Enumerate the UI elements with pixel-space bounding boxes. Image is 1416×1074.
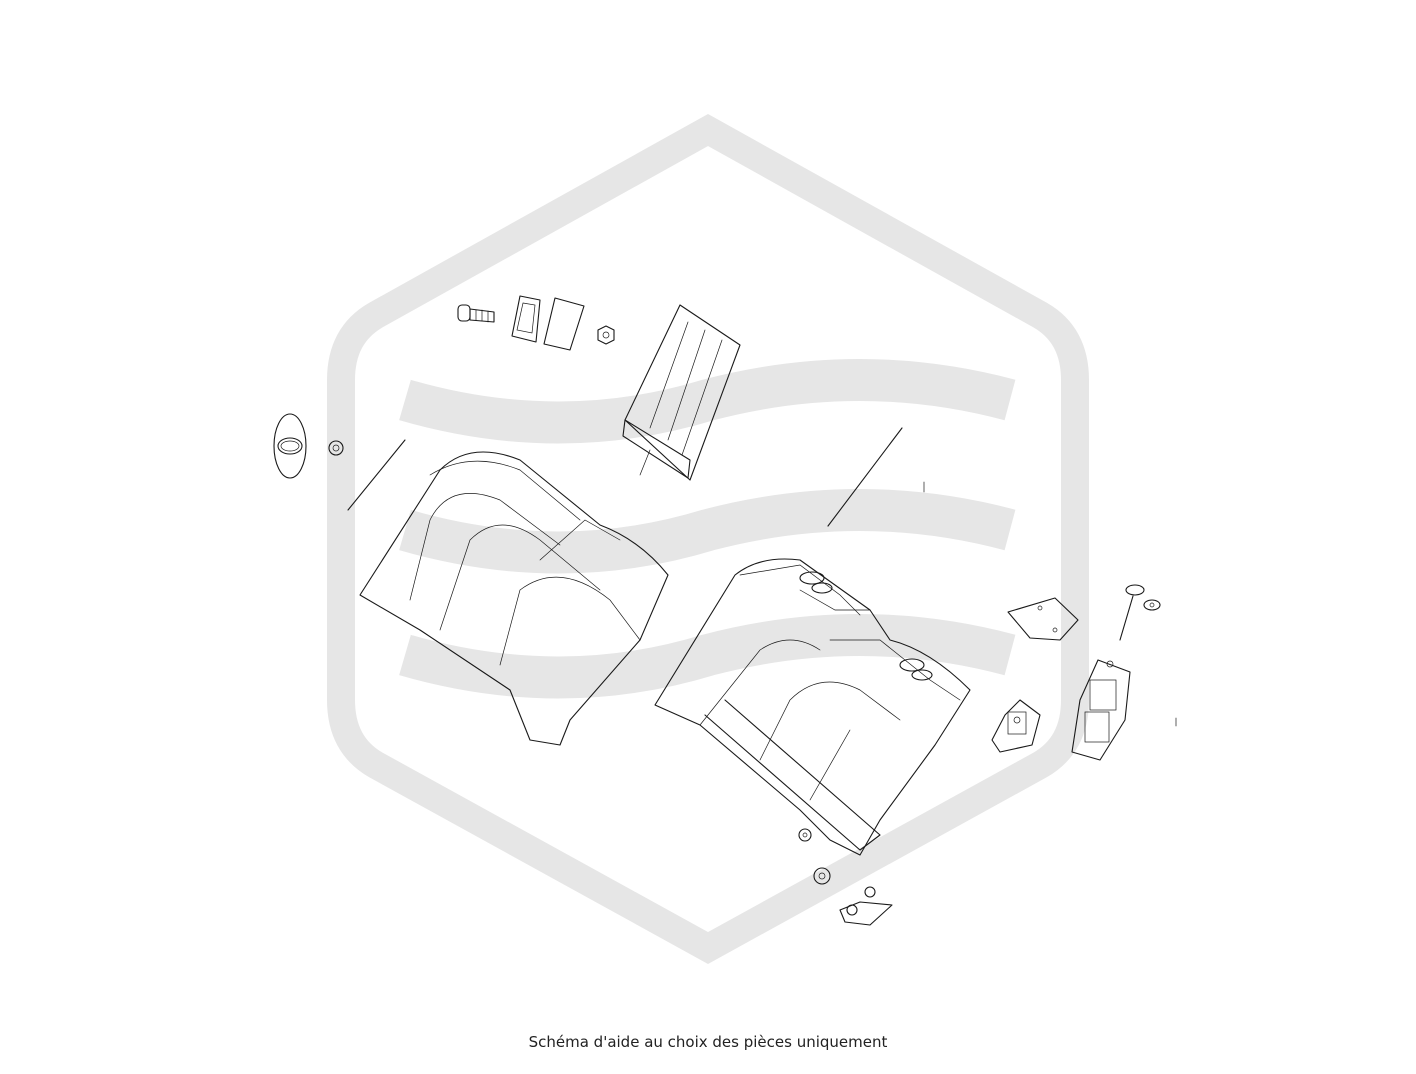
mounting-bracket-part: [1007, 597, 1079, 641]
latch-left-part: [991, 699, 1041, 753]
washer-part: [798, 828, 812, 842]
bezel-part: [511, 295, 541, 343]
bolt-part: [457, 304, 495, 323]
clip-fastener-part: [1143, 599, 1161, 611]
emblem-part: [273, 413, 307, 479]
watermark-hexagon: [327, 113, 1089, 964]
clip-part: [328, 440, 344, 456]
rod-part: [347, 439, 406, 511]
watermark-logo: [327, 113, 1089, 964]
latch-right-part: [1071, 659, 1177, 761]
heating-panel-part: [622, 304, 741, 481]
cover-pad-part: [543, 297, 585, 351]
watermark-wave-top: [399, 359, 1016, 444]
diagram-caption: Schéma d'aide au choix des pièces unique…: [528, 1033, 888, 1051]
backrest-frame-part: [654, 558, 971, 856]
backrest-cover-part: [359, 451, 669, 746]
watermark-wave-middle: [399, 489, 1016, 574]
push-pin-part: [1119, 584, 1145, 641]
hinge-bracket-part: [839, 886, 893, 926]
grommet-part: [813, 867, 831, 885]
nut-part: [597, 325, 615, 345]
watermark-wave-bottom: [399, 614, 1016, 699]
wire-part: [827, 427, 925, 527]
